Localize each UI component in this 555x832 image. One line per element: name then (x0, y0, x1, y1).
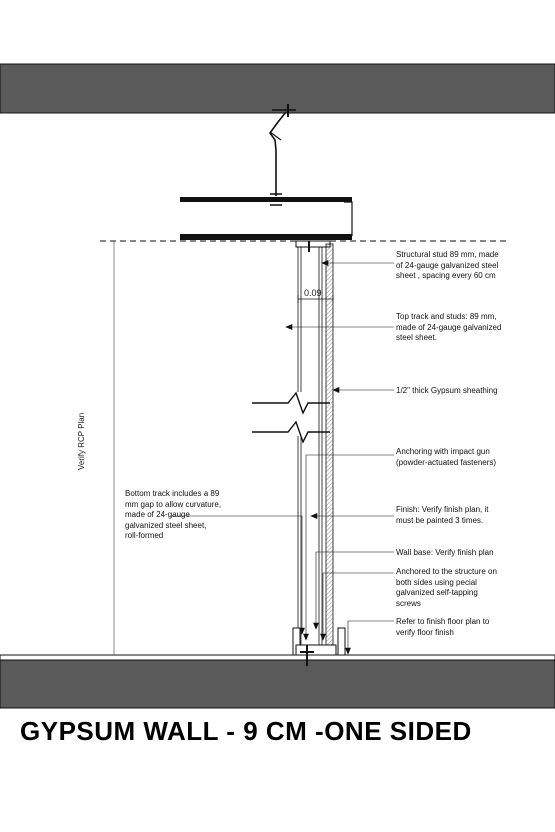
floor-finish-line (0, 654, 555, 661)
stud-width-label: 0.09 (304, 288, 322, 298)
note-top-track: Top track and studs: 89 mm, made of 24-g… (396, 312, 502, 342)
note-structural-stud: Structural stud 89 mm, made of 24-gauge … (396, 250, 499, 280)
note-bottom-track: Bottom track includes a 89 mm gap to all… (125, 489, 222, 540)
note-anchored-structure: Anchored to the structure on both sides … (396, 567, 497, 608)
ceiling-hanger (269, 104, 296, 206)
gypsum-board (325, 243, 334, 656)
drawing-title: GYPSUM WALL - 9 CM -ONE SIDED (20, 716, 472, 746)
note-floor-finish: Refer to finish floor plan to verify flo… (396, 617, 490, 637)
note-gypsum-sheathing: 1/2" thick Gypsum sheathing (396, 386, 498, 395)
note-finish: Finish: Verify finish plan, it must be p… (396, 505, 489, 525)
stud-width-dimension (297, 295, 334, 303)
anchor-fastener (300, 645, 314, 666)
floor-slab (0, 659, 555, 709)
top-track (295, 240, 331, 248)
ceiling-channel-upper (180, 197, 352, 202)
ceiling-channel-lower (180, 234, 352, 240)
bottom-track (292, 627, 346, 656)
note-wall-base: Wall base: Verify finish plan (396, 548, 494, 557)
verify-rcp-plan-label: Verify RCP Plan (77, 412, 86, 470)
steel-stud (297, 247, 323, 655)
break-symbol (252, 391, 330, 444)
leader-lines (170, 260, 394, 655)
channel-end-bracket (344, 201, 353, 236)
note-anchoring: Anchoring with impact gun (powder-actuat… (396, 447, 497, 467)
ceiling-slab (0, 63, 555, 114)
